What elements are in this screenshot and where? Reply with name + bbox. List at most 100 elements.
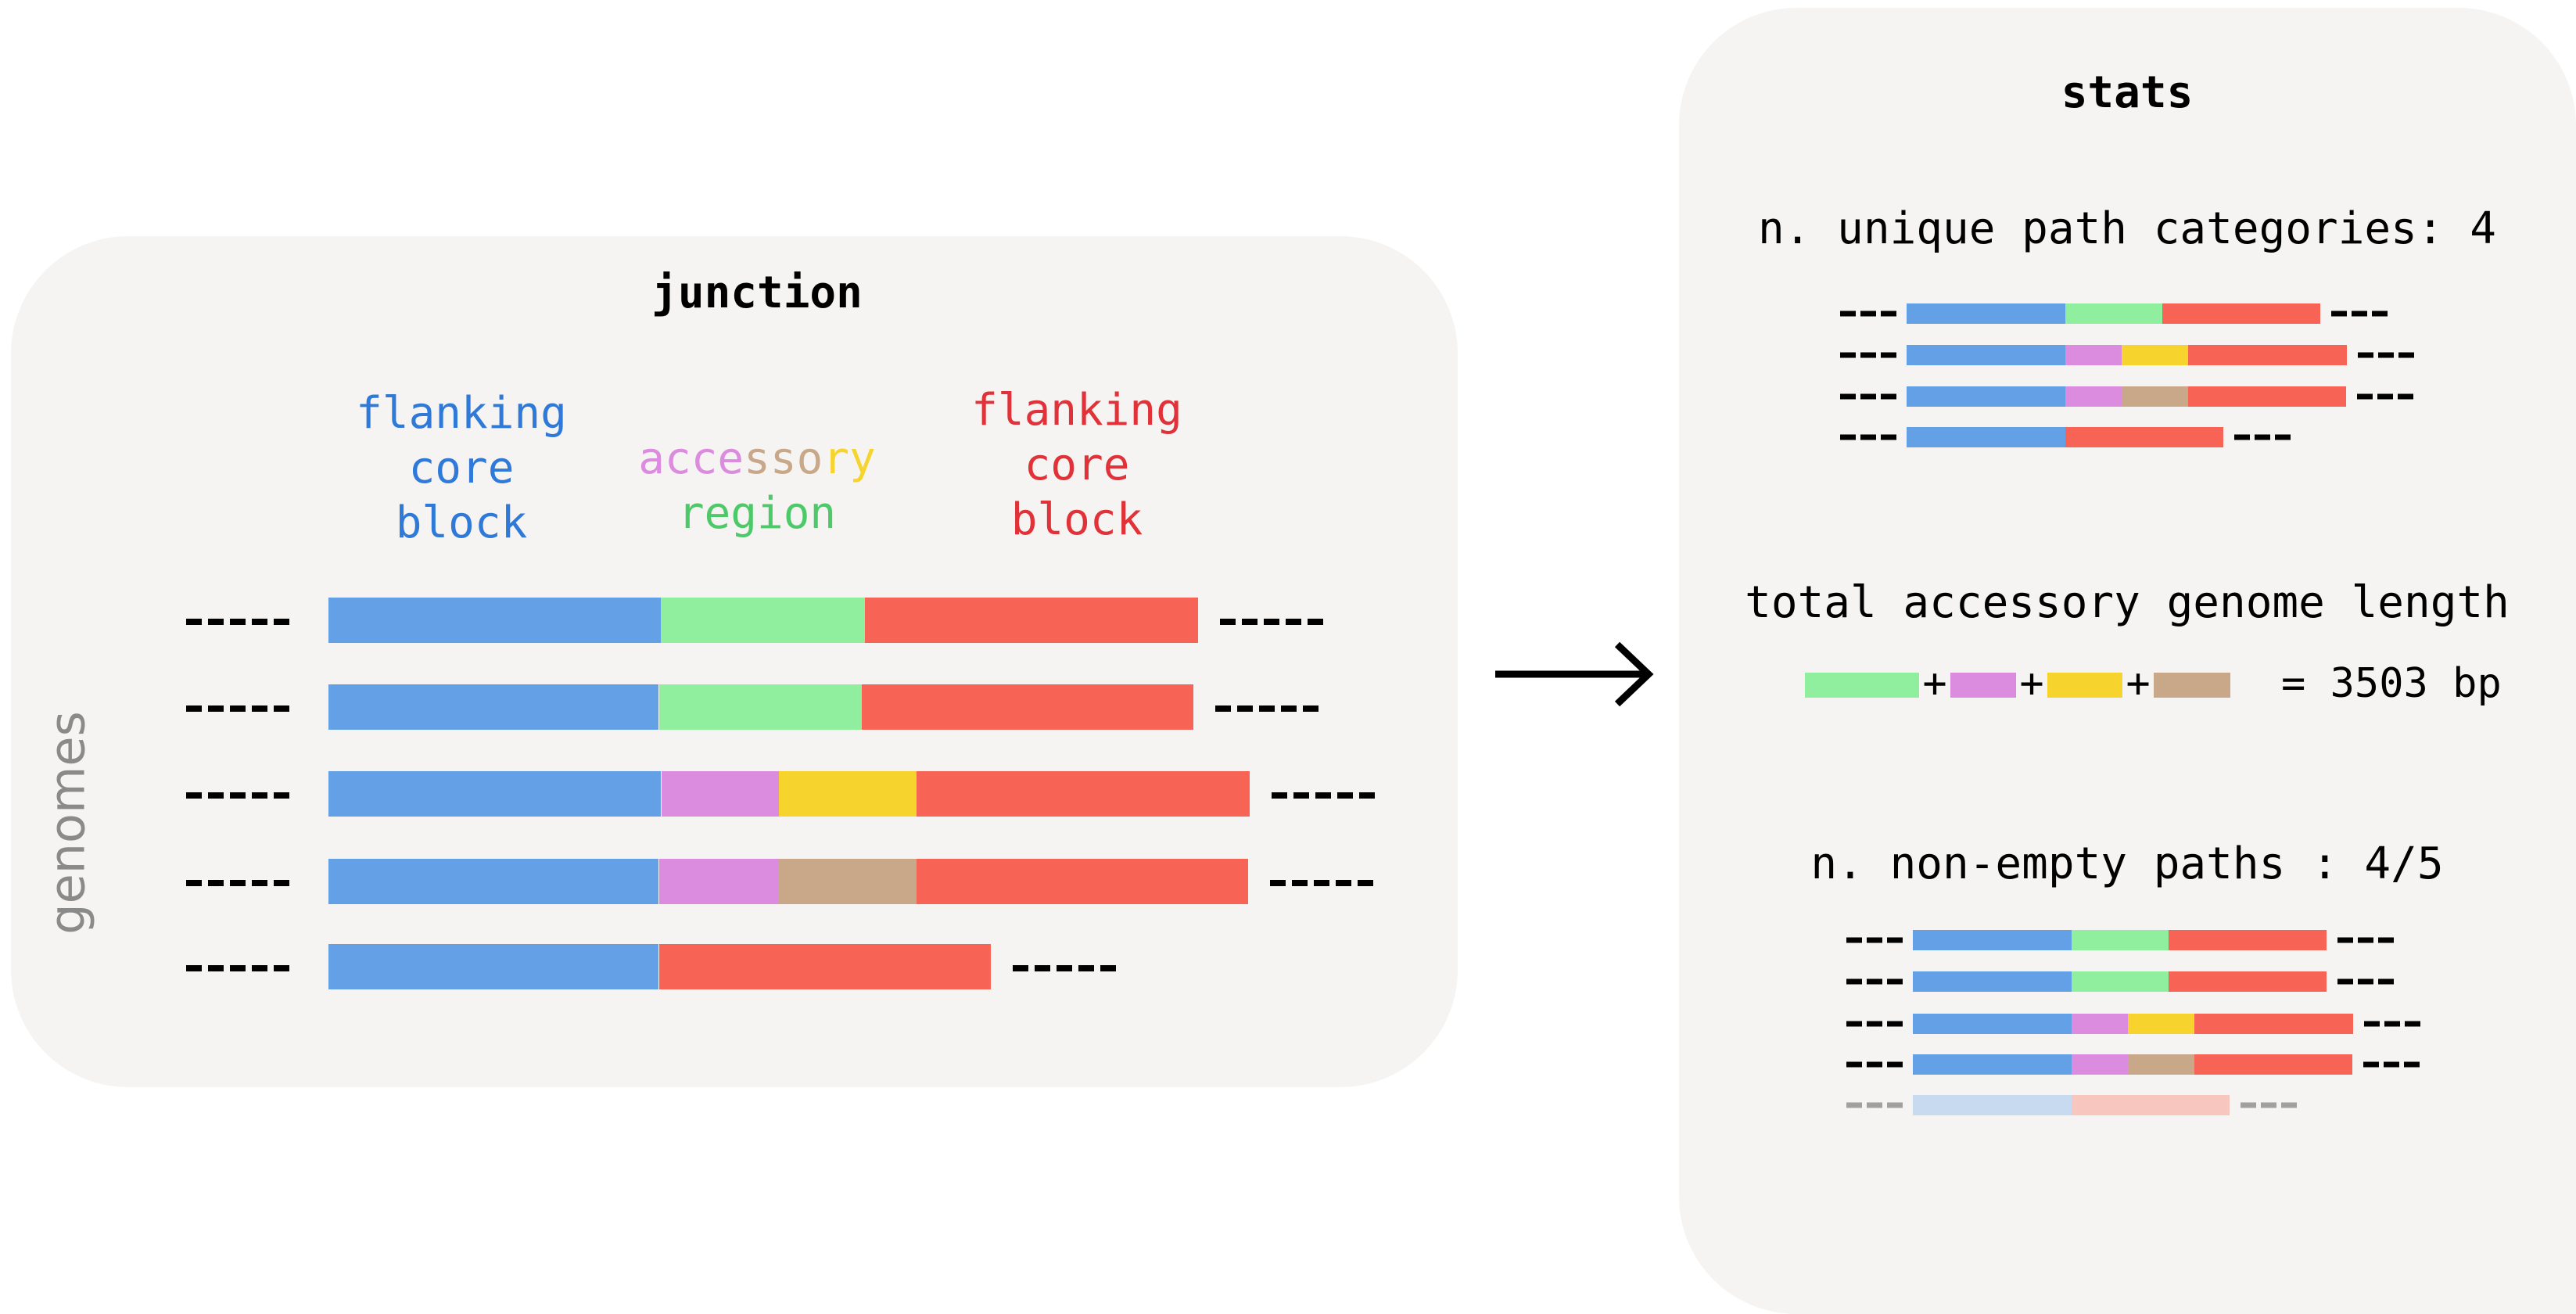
unique-path-dash-left: [1840, 393, 1856, 400]
unique-path-core-left: [1907, 345, 2065, 365]
nonempty-path-dash-right: [2261, 1102, 2276, 1108]
nonempty-path-dash-left: [1846, 1061, 1862, 1068]
unique-path-core-left: [1907, 427, 2065, 447]
unique-path-core-left: [1907, 303, 2065, 324]
unique-path-acc-yellow: [2122, 345, 2188, 365]
core-block-left: [328, 598, 661, 643]
nonempty-path-core-left: [1913, 1054, 2072, 1075]
path-dash-left: [274, 792, 289, 799]
nonempty-path-acc-tan: [2128, 1054, 2194, 1075]
unique-path-dash-left: [1881, 311, 1896, 317]
nonempty-path-dash-right: [2281, 1102, 2297, 1108]
length-segment-green: [1805, 673, 1919, 698]
unique-path-acc-green: [2065, 303, 2162, 324]
nonempty-path-dash-left: [1846, 1102, 1862, 1108]
accessory-letter: c: [664, 433, 691, 484]
path-dash-left: [252, 965, 267, 971]
path-dash-left: [186, 965, 202, 971]
unique-path-acc-pink: [2065, 386, 2122, 407]
nonempty-path-dash-left: [1867, 1061, 1882, 1068]
nonempty-path-dash-left: [1887, 1102, 1903, 1108]
path-dash-left: [230, 880, 246, 886]
nonempty-path-dash-right: [2241, 1102, 2256, 1108]
path-dash-right: [1270, 880, 1286, 886]
path-dash-left: [186, 880, 202, 886]
path-dash-right: [1220, 619, 1236, 625]
path-dash-left: [208, 965, 224, 971]
path-dash-right: [1259, 705, 1275, 712]
nonempty-path-core-right: [2072, 1095, 2230, 1115]
stats-title: stats: [2061, 67, 2194, 118]
nonempty-path-core-left: [1913, 1014, 2072, 1034]
nonempty-path-dash-right: [2358, 937, 2373, 943]
nonempty-path-dash-left: [1867, 937, 1882, 943]
path-dash-left: [274, 880, 289, 886]
nonempty-path-acc-yellow: [2128, 1014, 2194, 1034]
path-dash-right: [1292, 880, 1308, 886]
accessory-segment-pink: [662, 771, 779, 817]
unique-path-dash-right: [2358, 352, 2373, 358]
path-dash-left: [186, 792, 202, 799]
nonempty-path-dash-left: [1867, 1021, 1882, 1027]
nonempty-path-core-left: [1913, 1095, 2072, 1115]
unique-categories-text: n. unique path categories: 4: [1757, 203, 2497, 254]
core-block-right: [862, 684, 1193, 730]
core-block-left: [328, 684, 658, 730]
unique-path-acc-tan: [2122, 386, 2188, 407]
nonempty-path-acc-pink: [2072, 1014, 2128, 1034]
accessory-segment-green: [661, 598, 865, 643]
accessory-segment-pink: [659, 859, 778, 904]
path-dash-right: [1308, 619, 1323, 625]
unique-path-core-right: [2188, 345, 2347, 365]
path-dash-left: [230, 705, 246, 712]
path-dash-left: [208, 792, 224, 799]
unique-path-dash-right: [2352, 311, 2367, 317]
nonempty-path-dash-left: [1846, 1021, 1862, 1027]
nonempty-path-dash-right: [2358, 978, 2373, 985]
core-block-right: [659, 944, 991, 989]
unique-path-dash-right: [2377, 393, 2393, 400]
unique-path-core-right: [2162, 303, 2320, 324]
accessory-letter: r: [823, 433, 850, 484]
unique-path-core-right: [2188, 386, 2346, 407]
unique-path-dash-right: [2398, 352, 2414, 358]
nonempty-path-acc-green: [2072, 971, 2169, 992]
nonempty-path-dash-right: [2364, 1021, 2380, 1027]
core-block-left: [328, 859, 658, 904]
path-dash-left: [208, 880, 224, 886]
path-dash-left: [274, 619, 289, 625]
unique-path-dash-left: [1881, 434, 1896, 440]
core-block-right: [865, 598, 1198, 643]
nonempty-path-dash-left: [1887, 937, 1903, 943]
nonempty-path-core-right: [2194, 1014, 2353, 1034]
unique-path-dash-left: [1840, 434, 1856, 440]
path-dash-left: [252, 705, 267, 712]
path-dash-right: [1303, 705, 1318, 712]
nonempty-path-dash-left: [1887, 978, 1903, 985]
label-left-line-3: block: [395, 497, 528, 548]
total-length-text: total accessory genome length: [1745, 577, 2510, 628]
nonempty-path-core-right: [2169, 971, 2327, 992]
nonempty-path-dash-right: [2404, 1061, 2420, 1068]
path-dash-right: [1315, 792, 1331, 799]
junction-title: junction: [651, 267, 863, 318]
nonempty-path-dash-right: [2337, 978, 2353, 985]
nonempty-path-dash-right: [2405, 1021, 2420, 1027]
nonempty-path-dash-left: [1846, 978, 1862, 985]
path-dash-right: [1237, 705, 1253, 712]
path-dash-right: [1078, 965, 1094, 971]
label-right-core-block: flanking core block: [971, 383, 1182, 548]
unique-path-dash-left: [1860, 311, 1876, 317]
label-right-line-3: block: [1010, 494, 1143, 545]
plus-operator: +: [2019, 660, 2044, 707]
path-dash-left: [252, 880, 267, 886]
path-dash-right: [1057, 965, 1072, 971]
core-block-left: [328, 771, 661, 817]
label-right-line-1: flanking: [971, 385, 1182, 436]
path-dash-right: [1013, 965, 1028, 971]
unique-path-dash-right: [2398, 393, 2413, 400]
accessory-letter: y: [849, 433, 876, 484]
nonempty-path-dash-right: [2363, 1061, 2379, 1068]
